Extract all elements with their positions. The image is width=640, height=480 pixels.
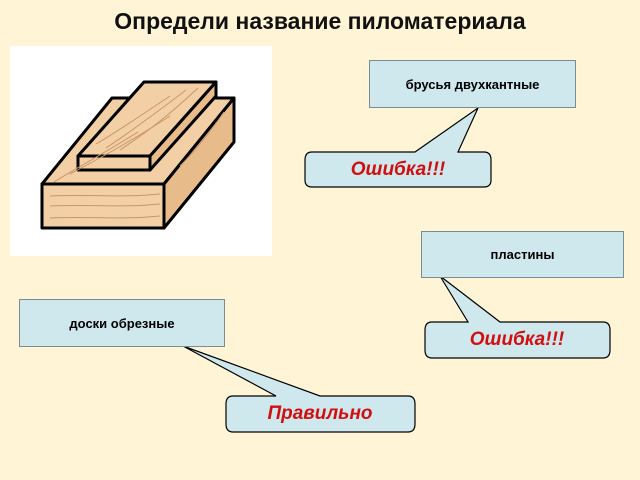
- feedback-correct: Правильно: [267, 403, 373, 424]
- option-bars-button[interactable]: брусья двухкантные: [369, 60, 576, 108]
- feedback-wrong-2: Ошибка!!!: [469, 329, 565, 350]
- top-plank-front: [76, 154, 152, 172]
- bottom-slab-side: [162, 96, 236, 230]
- lumber-illustration: [10, 46, 272, 256]
- top-plank-side: [148, 80, 218, 172]
- option-edged-boards-button[interactable]: доски обрезные: [19, 299, 225, 347]
- option-plates-button[interactable]: пластины: [421, 231, 624, 278]
- feedback-wrong-1: Ошибка!!!: [350, 159, 446, 180]
- page-title: Определи название пиломатериала: [114, 8, 526, 34]
